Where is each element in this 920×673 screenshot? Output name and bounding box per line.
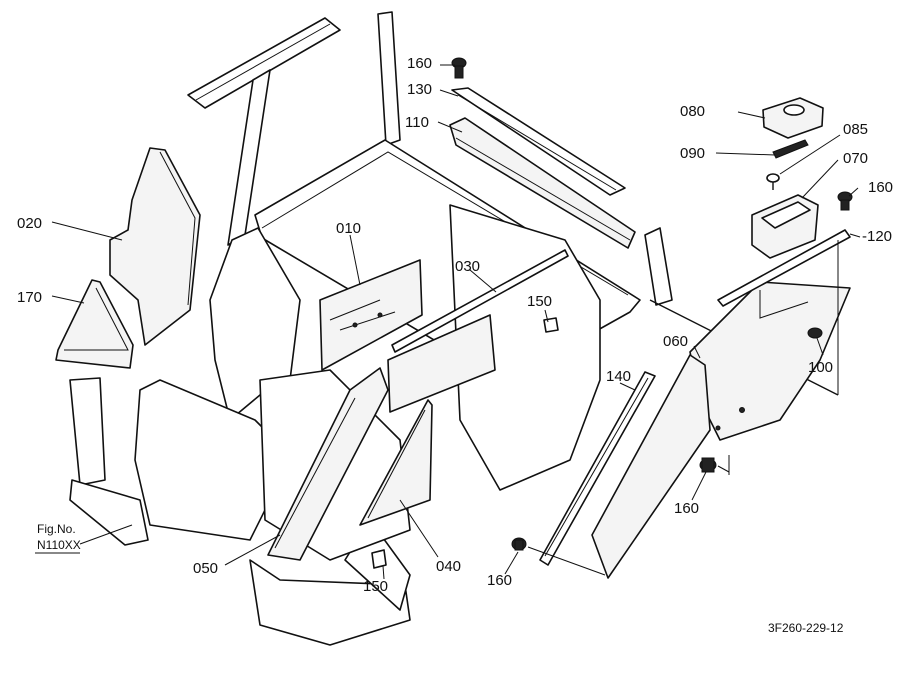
front-column-foot bbox=[69, 479, 149, 546]
label-090: 090 bbox=[680, 145, 705, 162]
label-040: 040 bbox=[436, 558, 461, 575]
part-150-clip-upper bbox=[543, 317, 559, 333]
label-160-right: 160 bbox=[868, 179, 893, 196]
part-170-triangle-cover bbox=[55, 279, 134, 369]
part-020-panel bbox=[109, 147, 201, 346]
part-160-bolt-top bbox=[451, 57, 467, 79]
part-labels: 020 170 010 030 160 130 110 150 080 090 … bbox=[17, 55, 893, 595]
label-150-lower: 150 bbox=[363, 578, 388, 595]
label-160-top: 160 bbox=[407, 55, 432, 72]
label-020: 020 bbox=[17, 215, 42, 232]
rear-compartment bbox=[449, 204, 601, 491]
rear-pillar bbox=[377, 11, 401, 146]
part-030-trim-strip bbox=[387, 249, 569, 413]
part-150-clip-lower bbox=[371, 549, 387, 569]
part-160-bolt-right bbox=[837, 191, 853, 211]
label-080: 080 bbox=[680, 103, 705, 120]
label-170: 170 bbox=[17, 289, 42, 306]
label-050: 050 bbox=[193, 560, 218, 577]
part-160-bolt-bottom bbox=[511, 537, 527, 551]
label-060: 060 bbox=[663, 333, 688, 350]
label-100: 100 bbox=[808, 359, 833, 376]
label-120: -120 bbox=[862, 228, 892, 245]
base-frame bbox=[249, 559, 411, 646]
lower-panel-left bbox=[134, 379, 281, 541]
rear-pillar-right bbox=[644, 227, 673, 306]
part-140-strip bbox=[539, 371, 656, 566]
part-120-strip bbox=[717, 229, 851, 307]
part-110-130-top-strips bbox=[449, 87, 636, 249]
label-030: 030 bbox=[455, 258, 480, 275]
part-010-board bbox=[319, 259, 423, 371]
label-160-middle: 160 bbox=[674, 500, 699, 517]
label-160-bottom: 160 bbox=[487, 572, 512, 589]
label-110: 110 bbox=[405, 114, 429, 131]
part-160-bolt-middle bbox=[699, 457, 717, 473]
drawing-number: 3F260-229-12 bbox=[768, 621, 844, 635]
part-085-knob bbox=[766, 173, 780, 190]
label-010: 010 bbox=[336, 220, 361, 237]
part-080-cup-holder bbox=[762, 97, 824, 139]
label-085: 085 bbox=[843, 121, 868, 138]
fig-ref-title: Fig.No. bbox=[37, 522, 76, 536]
part-100-nut bbox=[807, 327, 823, 339]
label-140: 140 bbox=[606, 368, 631, 385]
front-column bbox=[69, 377, 106, 486]
part-050-side-panel bbox=[267, 367, 389, 561]
label-130: 130 bbox=[407, 81, 432, 98]
fig-ref-number: N110XX bbox=[37, 538, 81, 552]
figure-reference: Fig.No. N110XX bbox=[35, 522, 81, 554]
label-150-upper: 150 bbox=[527, 293, 552, 310]
part-070-tray bbox=[751, 194, 819, 259]
part-040-triangle-piece bbox=[359, 399, 433, 526]
leader-lines bbox=[51, 64, 861, 580]
part-060-console bbox=[591, 281, 851, 579]
label-070: 070 bbox=[843, 150, 868, 167]
roof-rail-left bbox=[187, 17, 341, 109]
part-090-strip bbox=[772, 139, 809, 159]
